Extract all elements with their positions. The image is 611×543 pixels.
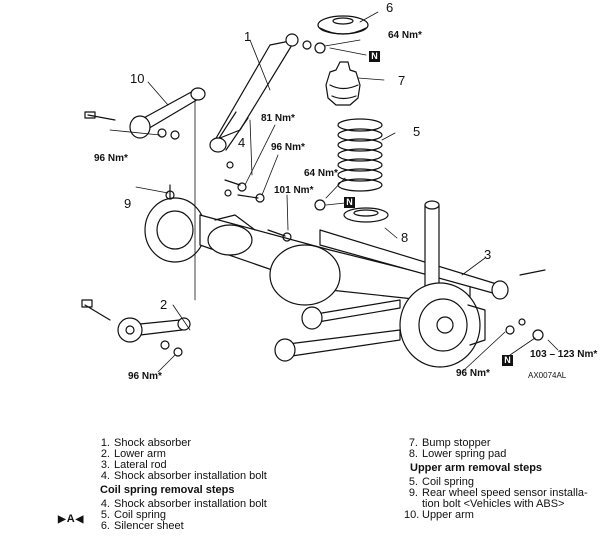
silencer-sheet-part: [317, 15, 369, 35]
torque-label: 96 Nm*: [271, 142, 305, 153]
torque-label: 64 Nm*: [388, 30, 422, 41]
fasteners: [165, 161, 544, 341]
callout-9: 9: [124, 196, 132, 211]
torque-label: 96 Nm*: [128, 371, 162, 382]
torque-label: 101 Nm*: [274, 185, 314, 196]
legend-item: 9.Rear wheel speed sensor installa-: [408, 487, 588, 499]
callout-5: 5: [413, 124, 421, 139]
axle-housing-part: [144, 197, 471, 306]
legend-item: 6.Silencer sheet: [100, 520, 184, 532]
legend-item: 5.Coil spring: [100, 509, 166, 521]
triangle-left-icon: ◀: [75, 513, 84, 525]
legend-item-continuation: tion bolt <Vehicles with ABS>: [422, 498, 565, 510]
legend-item: 2.Lower arm: [100, 448, 166, 460]
coil-spring-part: [337, 118, 383, 192]
callout-8: 8: [401, 230, 409, 245]
new-part-marker: N: [502, 355, 513, 366]
legend-right-column: 7.Bump stopper 8.Lower spring pad Upper …: [404, 438, 588, 521]
torque-label: 103 – 123 Nm*: [530, 349, 598, 360]
callout-6: 6: [386, 0, 394, 15]
triangle-right-icon: ▶: [58, 513, 66, 525]
torque-label: 81 Nm*: [261, 113, 295, 124]
torque-label: 96 Nm*: [94, 153, 128, 164]
lateral-rod-part: [319, 229, 546, 300]
legend-item: 10.Upper arm: [404, 509, 474, 521]
lower-arm-part: [81, 299, 401, 362]
callout-1: 1: [244, 29, 252, 44]
right-brake-hub-part: [399, 282, 486, 368]
new-part-marker: N: [369, 51, 380, 62]
legend-item: 7.Bump stopper: [408, 437, 491, 449]
coil-spring-steps-heading: Coil spring removal steps: [100, 484, 235, 496]
legend-item: 8.Lower spring pad: [408, 448, 507, 460]
lower-spring-pad-part: [343, 207, 389, 223]
right-shock-part: [424, 200, 440, 291]
bump-stopper-part: [325, 61, 361, 106]
legend-item: 5.Coil spring: [408, 476, 474, 488]
new-part-marker: N: [344, 197, 355, 208]
legend-item: 1.Shock absorber: [100, 437, 192, 449]
service-point-letter: A: [66, 513, 75, 525]
legend-item: 4.Shock absorber installation bolt: [100, 498, 267, 510]
shock-absorber-part: [209, 33, 326, 153]
rear-suspension-exploded-diagram: [81, 11, 559, 373]
figure-id: AX0074AL: [528, 371, 567, 380]
callout-7: 7: [398, 73, 406, 88]
callout-3: 3: [484, 247, 492, 262]
callout-4: 4: [238, 135, 246, 150]
upper-arm-steps-heading: Upper arm removal steps: [410, 462, 543, 474]
legend-left-column: 1.Shock absorber 2.Lower arm 3.Lateral r…: [96, 438, 267, 532]
callout-10: 10: [130, 71, 145, 86]
callout-2: 2: [160, 297, 168, 312]
leader-lines: [109, 11, 559, 373]
legend-item: 4.Shock absorber installation bolt: [100, 470, 267, 482]
legend-item: 3.Lateral rod: [100, 459, 167, 471]
service-point-marker-a: ▶ A ◀: [58, 513, 83, 525]
upper-arm-part: [84, 87, 206, 140]
torque-label: 96 Nm*: [456, 368, 490, 379]
torque-label: 64 Nm*: [304, 168, 338, 179]
